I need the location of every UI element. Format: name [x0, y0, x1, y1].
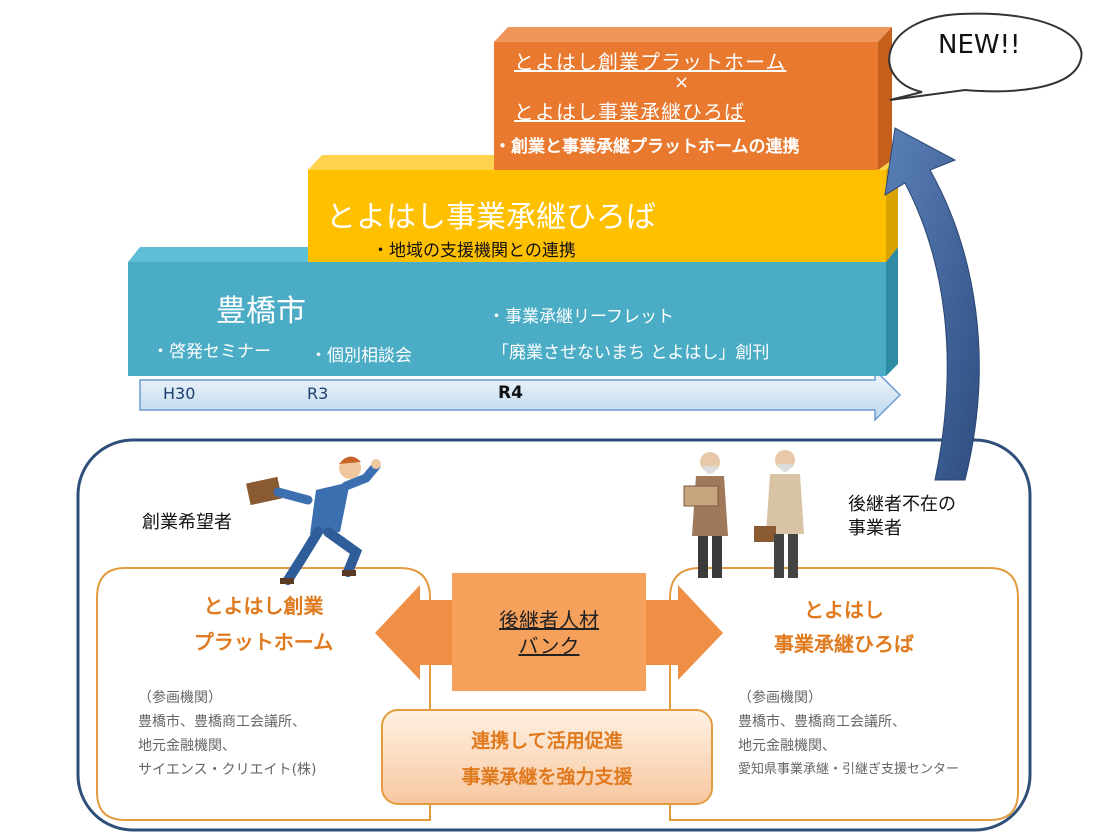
- center-bank-line2: バンク: [518, 634, 580, 658]
- top-block-times: ×: [674, 72, 690, 93]
- mid-block-bullet: ・地域の支援機関との連携: [372, 241, 576, 261]
- top-block-line1: とよはし創業プラットホーム: [514, 50, 787, 74]
- support-line2: 事業承継を強力支援: [461, 766, 633, 788]
- base-block-side: [886, 247, 898, 376]
- left-person-label: 創業希望者: [142, 512, 232, 533]
- top-block-bullet: ・創業と事業承継プラットホームの連携: [494, 137, 800, 157]
- base-bullet-consult: ・個別相談会: [310, 346, 412, 366]
- timeline-arrow: [139, 368, 902, 422]
- big-curved-arrow: [884, 127, 980, 481]
- right-person-label-line1: 後継者不在の: [848, 494, 956, 515]
- top-block-top: [494, 27, 892, 42]
- right-pointing-arrow: [628, 585, 723, 680]
- left-box-title2: プラットホーム: [193, 630, 334, 654]
- base-block-title: 豊橋市: [216, 294, 306, 329]
- support-line1: 連携して活用促進: [471, 730, 623, 752]
- left-box-members-3: サイエンス・クリエイト(株): [138, 762, 317, 778]
- elderly-business-owners-illustration: [683, 450, 804, 578]
- outer-frame: [76, 438, 1032, 832]
- left-box-members-2: 地元金融機関、: [138, 738, 236, 754]
- top-block-line2: とよはし事業承継ひろば: [514, 100, 745, 124]
- left-box-members-0: （参画機関）: [138, 690, 222, 706]
- right-box-title1: とよはし: [804, 598, 884, 622]
- right-box-members-1: 豊橋市、豊橋商工会議所、: [738, 714, 906, 730]
- base-block-face: [128, 262, 886, 376]
- top-block-face: [494, 42, 878, 170]
- base-bullet-seminar: ・啓発セミナー: [152, 342, 271, 362]
- left-box-border: [96, 567, 431, 821]
- mid-block-face: [308, 170, 886, 262]
- timeline-r3: R3: [307, 384, 329, 403]
- new-speech-bubble: [888, 12, 1083, 101]
- timeline-r4: R4: [498, 383, 523, 403]
- right-box-border: [669, 567, 1019, 821]
- center-bank-box: [452, 573, 646, 691]
- left-box-title1: とよはし創業: [203, 594, 324, 618]
- new-badge: NEW!!: [938, 30, 1021, 60]
- running-businessman-illustration: [246, 456, 381, 585]
- right-box-title2: 事業承継ひろば: [774, 632, 914, 656]
- center-bank-line1: 後継者人材: [499, 608, 599, 632]
- right-person-label-line2: 事業者: [848, 518, 902, 539]
- support-box: [381, 709, 713, 805]
- base-leaflet-title: 「廃業させないまち とよはし」創刊: [492, 343, 770, 363]
- top-block-side: [878, 27, 892, 170]
- base-bullet-leaflet: ・事業承継リーフレット: [488, 307, 674, 327]
- left-pointing-arrow: [375, 585, 470, 680]
- left-box-members-1: 豊橋市、豊橋商工会議所、: [138, 714, 306, 730]
- right-box-members-0: （参画機関）: [738, 690, 822, 706]
- right-box-members-3: 愛知県事業承継・引継ぎ支援センター: [738, 762, 960, 777]
- mid-block-title: とよはし事業承継ひろば: [326, 200, 656, 235]
- timeline-h30: H30: [163, 384, 196, 403]
- right-box-members-2: 地元金融機関、: [738, 738, 836, 754]
